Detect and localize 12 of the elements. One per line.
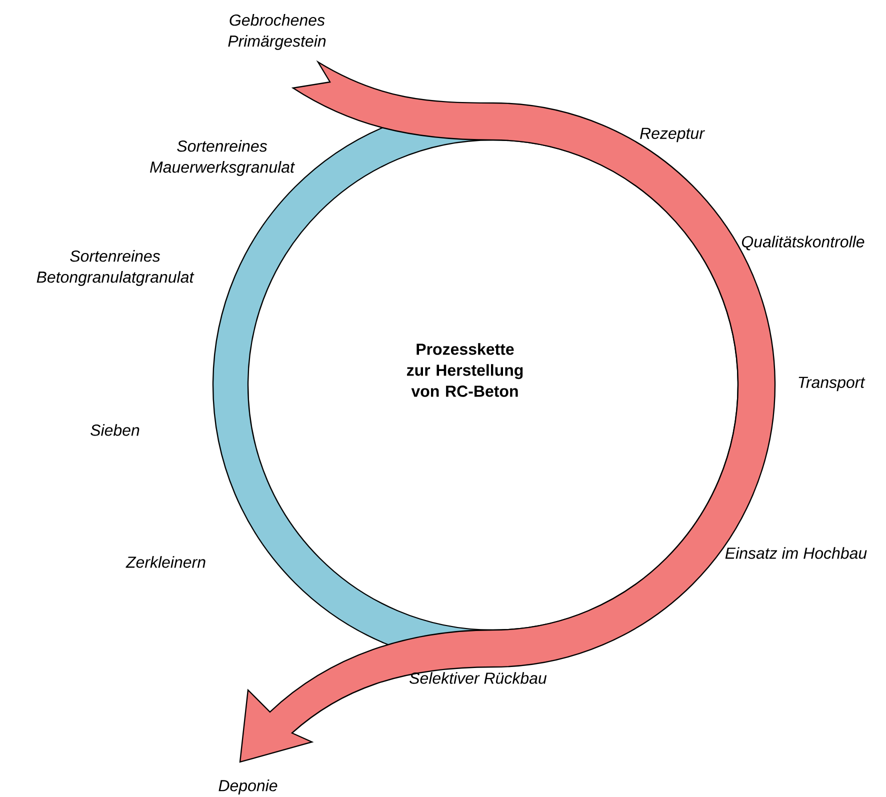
step-label: Sortenreines Mauerwerksgranulat [150,140,295,176]
step-label: Einsatz im Hochbau [725,547,867,559]
step-label: Deponie [218,780,278,794]
center-title: Prozesskette zur Herstellung von RC-Beton [406,343,523,397]
step-label: Gebrochenes Primärgestein [228,14,326,50]
step-label: Zerkleinern [126,556,206,568]
step-label: Sortenreines Betongranulatgranulat [36,250,194,286]
step-label: Sieben [90,424,140,436]
step-label: Rezeptur [640,128,705,142]
step-label: Selektiver Rückbau [410,672,547,684]
step-label: Qualitätskontrolle [742,236,864,250]
step-label: Transport [798,376,866,392]
